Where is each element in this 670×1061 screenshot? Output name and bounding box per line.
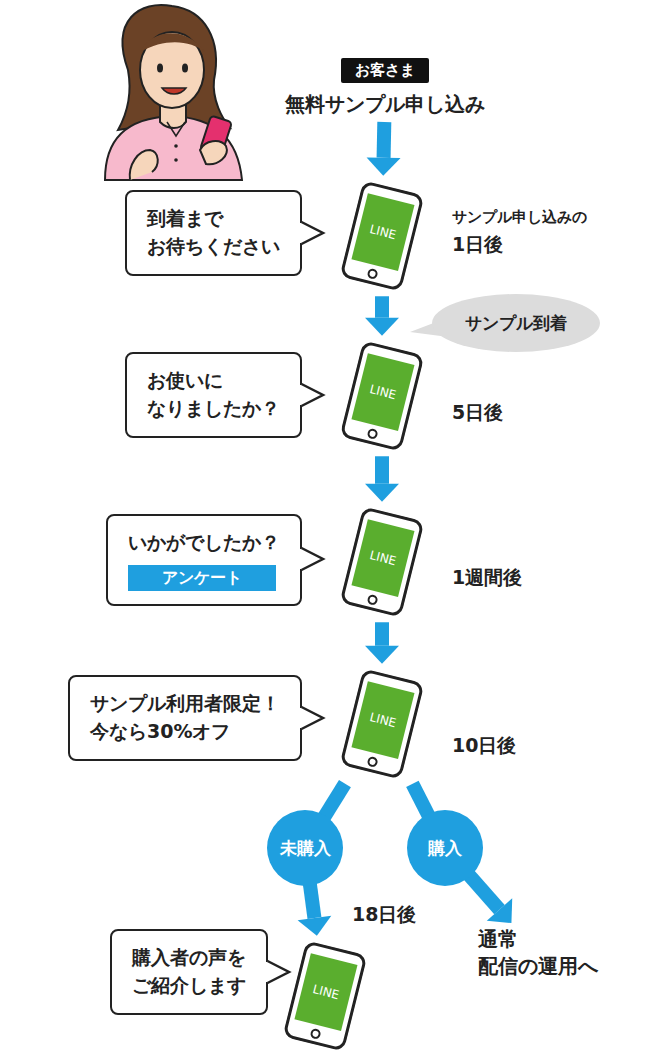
flow-arrow [324,784,345,818]
flow-arrow [367,122,401,176]
bubble-tail [265,958,291,986]
bubble-tail [299,219,325,247]
line-phone: LINE [339,180,425,293]
timing-label: 10日後 [452,733,516,759]
node-text: 通常 配信の運用へ [478,926,598,980]
flow-arrow [365,622,399,663]
event-ellipse: サンプル到着 [432,294,600,352]
line-phone: LINE [339,668,425,781]
speech-bubble: お使いに なりましたか？ [125,352,302,437]
timing-label: 18日後 [352,902,416,928]
timing-label: 1週間後 [452,565,522,591]
branch-circle: 未購入 [267,810,343,886]
timing-label: 1日後 [452,232,503,258]
line-phone: LINE [339,506,425,619]
plain-text-node: 通常 配信の運用へ [478,926,598,980]
node-text: サンプル到着 [465,312,567,335]
node-text: 到着まで お待ちください [147,205,280,260]
node-text: サンプル利用者限定！ 今なら30%オフ [90,690,280,745]
bubble-tail [299,704,325,732]
flow-arrow [365,296,399,335]
bubble-tail [299,381,325,409]
line-phone: LINE [339,340,425,453]
bubble-tail [299,545,325,573]
timing-label: 5日後 [452,400,503,426]
speech-bubble: 購入者の声を ご紹介します [110,929,268,1014]
customer-label: お客さま無料サンプル申し込み [270,58,500,118]
flow-arrow [365,456,399,501]
node-text: 無料サンプル申し込み [270,91,500,118]
node-text: お使いに なりましたか？ [147,367,280,422]
line-phone: LINE [282,940,368,1053]
node-text: 未購入 [280,837,331,860]
node-text: いかがでしたか？ [128,529,280,557]
node-text: 購入者の声を ご紹介します [132,944,246,999]
node-text: 購入 [428,837,462,860]
survey-button: アンケート [128,565,276,591]
branch-circle: 購入 [407,810,483,886]
speech-bubble: サンプル利用者限定！ 今なら30%オフ [68,675,302,760]
flow-arrow [298,884,332,936]
timing-label: サンプル申し込みの [452,208,587,227]
flow-arrow [412,784,428,816]
speech-bubble: いかがでしたか？ アンケート [106,514,302,606]
flow-arrow [469,875,512,923]
node-text: お客さま [341,58,429,83]
node-text: アンケート [162,566,242,590]
speech-bubble: 到着まで お待ちください [125,190,302,275]
